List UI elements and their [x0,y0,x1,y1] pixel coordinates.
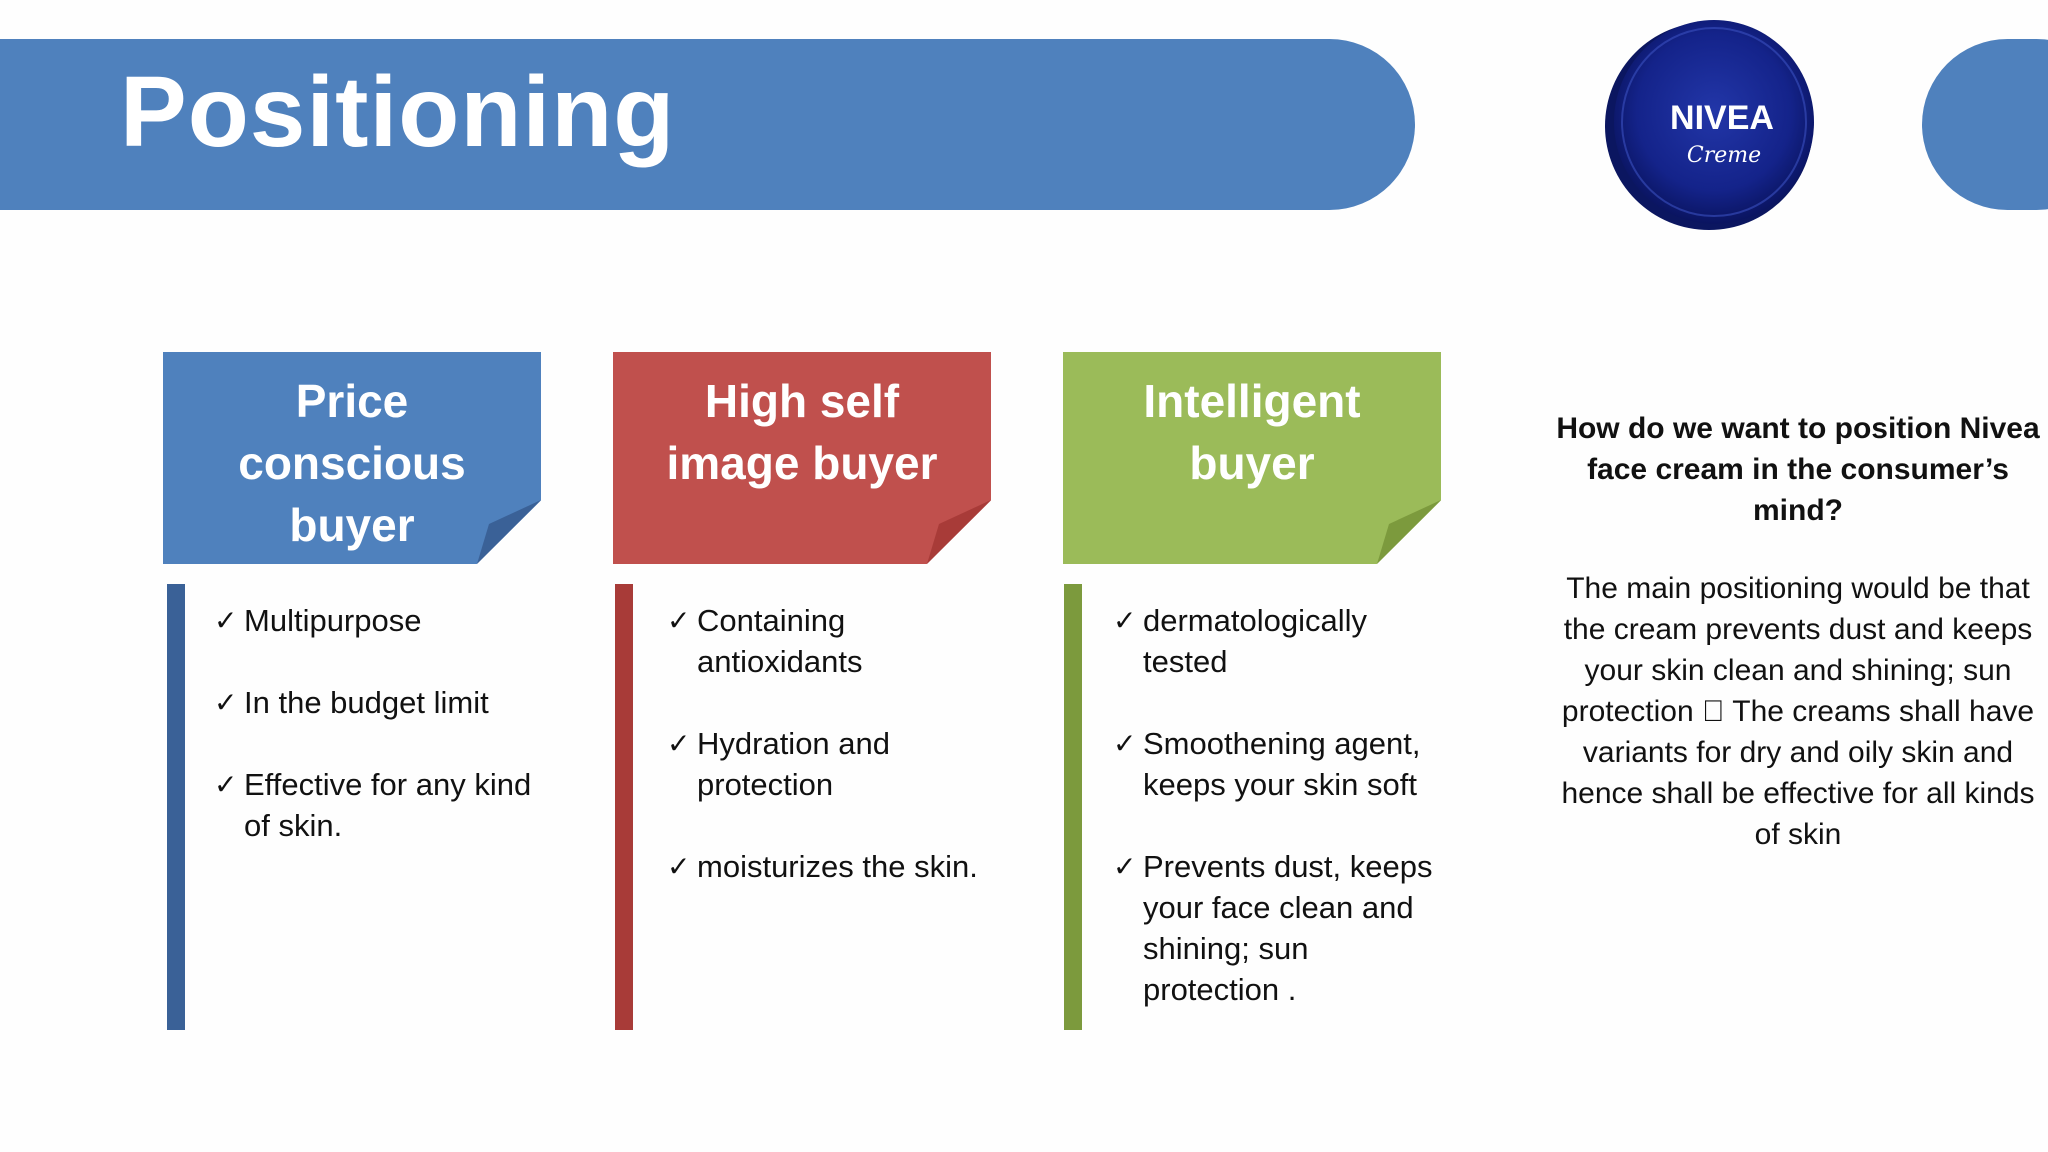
intelligent-card: Intelligent buyer [1063,352,1441,564]
list-item: ✓Multipurpose [214,600,544,641]
list-item: ✓moisturizes the skin. [667,846,997,887]
list-item: ✓In the budget limit [214,682,544,723]
checkmark-icon: ✓ [214,604,238,637]
list-item: ✓Containing antioxidants [667,600,997,682]
list-item-text: Effective for any kind of skin. [244,767,532,843]
list-item: ✓Effective for any kind of skin. [214,764,544,846]
price-conscious-heading: Price conscious buyer [238,375,466,551]
positioning-question: How do we want to position Nivea face cr… [1556,412,2040,527]
checkmark-icon: ✓ [214,686,238,719]
high-self-image-heading: High self image buyer [666,375,938,489]
price-conscious-list: ✓Multipurpose✓In the budget limit✓Effect… [214,600,544,887]
checkmark-icon: ✓ [667,727,691,760]
positioning-answer: The main positioning would be that the c… [1561,572,2035,851]
list-item: ✓Prevents dust, keeps your face clean an… [1113,846,1443,1010]
checkmark-icon: ✓ [667,850,691,883]
svg-text:NIVEA: NIVEA [1670,99,1774,137]
svg-text:Creme: Creme [1687,143,1761,168]
checkmark-icon: ✓ [1113,604,1137,637]
intelligent-heading: Intelligent buyer [1143,375,1361,489]
price-conscious-card: Price conscious buyer [163,352,541,564]
checkmark-icon: ✓ [1113,727,1137,760]
price-conscious-bar [167,584,185,1030]
title-banner [0,39,1415,210]
list-item-text: Hydration and protection [697,726,891,802]
list-item: ✓dermatologically tested [1113,600,1443,682]
high-self-image-list: ✓Containing antioxidants✓Hydration and p… [667,600,997,928]
checkmark-icon: ✓ [667,604,691,637]
intelligent-bar [1064,584,1082,1030]
intelligent-list: ✓dermatologically tested✓Smoothening age… [1113,600,1443,1051]
high-self-image-card: High self image buyer [613,352,991,564]
checkmark-icon: ✓ [1113,850,1137,883]
list-item: ✓Hydration and protection [667,723,997,805]
list-item-text: Multipurpose [244,603,422,638]
list-item-text: Smoothening agent, keeps your skin soft [1143,726,1421,802]
list-item: ✓Smoothening agent, keeps your skin soft [1113,723,1443,805]
nivea-logo: NIVEA Creme [1605,20,1814,230]
list-item-text: Prevents dust, keeps your face clean and… [1143,849,1433,1007]
high-self-image-bar [615,584,633,1030]
list-item-text: Containing antioxidants [697,603,863,679]
list-item-text: In the budget limit [244,685,489,720]
list-item-text: dermatologically tested [1143,603,1367,679]
page-title: Positioning [120,56,676,168]
checkmark-icon: ✓ [214,768,238,801]
list-item-text: moisturizes the skin. [697,849,978,884]
banner-cap [1922,39,2048,210]
